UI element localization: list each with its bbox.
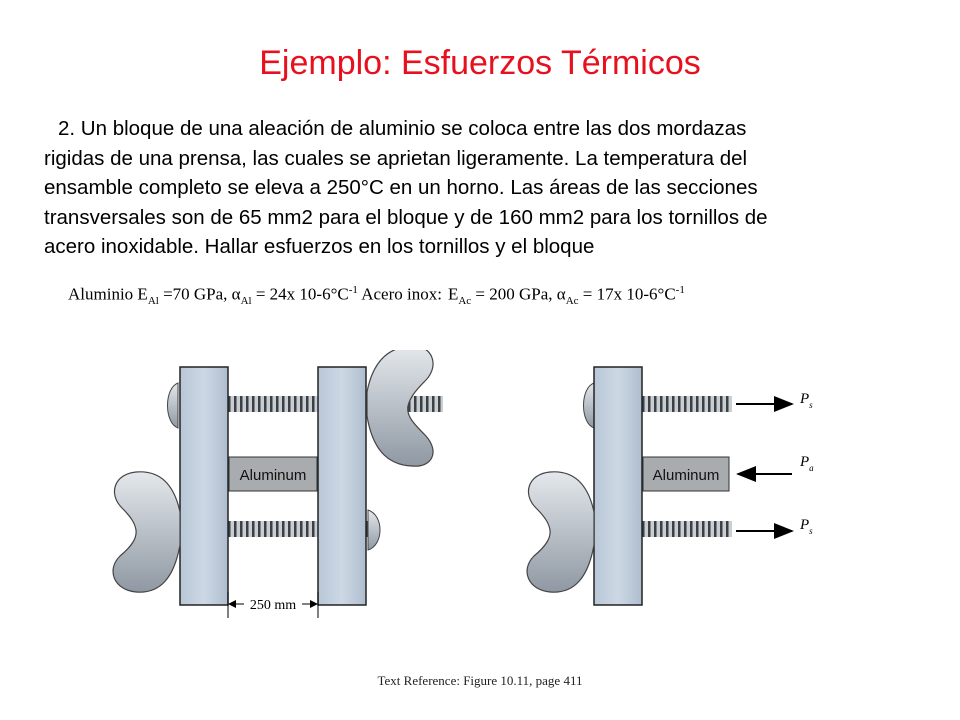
force-label-middle: Pa (799, 454, 814, 473)
dimension-label: 250 mm (250, 598, 296, 613)
aluminum-block-right (642, 456, 730, 492)
left-clamp-assembly: Aluminum 250 mm (112, 350, 443, 618)
aluminum-label-right: Aluminum (653, 467, 720, 484)
right-figure-jaw (593, 366, 643, 606)
problem-line-1: 2. Un bloque de una aleación de aluminio… (58, 117, 747, 140)
wing-nut-right (526, 471, 595, 593)
problem-line-5: acero inoxidable. Hallar esfuerzos en lo… (44, 235, 595, 258)
problem-line-2: rigidas de una prensa, las cuales se apr… (44, 146, 748, 170)
problem-statement: 2. Un bloque de una aleación de aluminio… (44, 114, 924, 262)
problem-line-3: ensamble completo se eleva a 250°C en un… (44, 176, 758, 199)
clamp-figure: Aluminum 250 mm Aluminum Ps Pa Ps (112, 350, 814, 618)
material-properties: Aluminio EAl =70 GPa, αAl = 24x 10-6°C-1… (68, 284, 685, 308)
aluminum-block-left (228, 456, 318, 492)
slide-title: Ejemplo: Esfuerzos Térmicos (259, 44, 701, 82)
screw-head-right (583, 382, 595, 429)
force-label-upper: Ps (799, 391, 813, 410)
problem-line-4: transversales son de 65 mm2 para el bloq… (44, 205, 768, 229)
right-jaw (317, 366, 367, 606)
screw-head-lower-right (367, 509, 381, 551)
text-reference: Text Reference: Figure 10.11, page 411 (377, 673, 583, 688)
force-label-lower: Ps (799, 517, 813, 536)
aluminum-label-left: Aluminum (240, 467, 307, 484)
upper-screw-right (642, 396, 732, 412)
wing-nut-upper (366, 350, 434, 467)
left-jaw (179, 366, 229, 606)
wing-nut-lower (112, 471, 181, 593)
screw-head-upper-left (167, 382, 179, 429)
lower-screw-right (642, 521, 732, 537)
right-free-body-assembly: Aluminum Ps Pa Ps (526, 366, 814, 606)
